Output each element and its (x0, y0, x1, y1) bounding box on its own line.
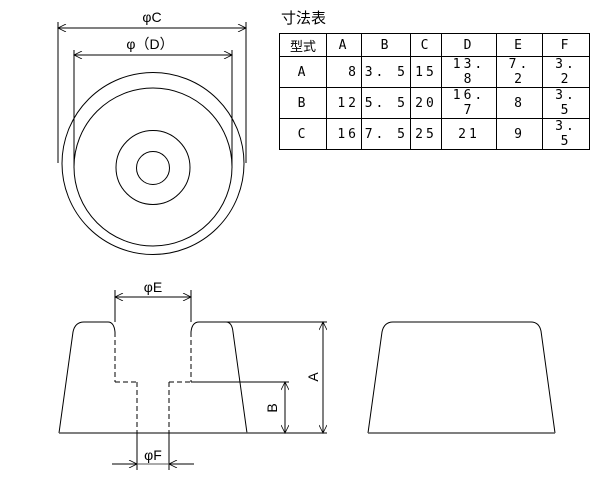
hole-f-circle (136, 151, 170, 185)
table-row: A 8 3. 5 15 13. 8 7. 2 3. 2 (279, 56, 590, 88)
cell: C (279, 118, 327, 150)
cell: 21 (441, 118, 497, 150)
header-cell: F (542, 33, 590, 57)
header-cell: A (326, 33, 362, 57)
header-cell: B (361, 33, 411, 57)
cell: 7. 5 (361, 118, 411, 150)
table-header-row: 型式 A B C D E F (279, 33, 590, 57)
cell: B (279, 87, 327, 119)
cell: 3. 5 (542, 118, 590, 150)
header-cell: E (496, 33, 543, 57)
label-phi-c: φC (142, 9, 161, 25)
dimension-table-title: 寸法表 (281, 9, 327, 27)
cell: 16 (326, 118, 362, 150)
cell: 7. 2 (496, 56, 543, 88)
cell: 9 (496, 118, 543, 150)
label-a: A (305, 372, 321, 382)
dimension-table: 型式 A B C D E F A 8 3. 5 15 13. 8 7. 2 3.… (279, 33, 590, 150)
bore-e-circle (115, 130, 191, 205)
top-view: φC φ（D） (58, 9, 246, 255)
cell: 8 (496, 87, 543, 119)
cell: 20 (410, 87, 442, 119)
header-cell: D (441, 33, 497, 57)
cell: 25 (410, 118, 442, 150)
section-view: φE φF A B (58, 279, 327, 470)
cell: 3. 5 (361, 56, 411, 88)
label-phi-f: φF (144, 447, 162, 463)
table-row: B 12 5. 5 20 16. 7 8 3. 5 (279, 87, 590, 119)
cell: A (279, 56, 327, 88)
cell: 8 (326, 56, 362, 88)
cell: 16. 7 (441, 87, 497, 119)
cell: 15 (410, 56, 442, 88)
header-cell: C (410, 33, 442, 57)
side-view (367, 321, 556, 434)
outer-circle (61, 72, 245, 255)
header-cell: 型式 (279, 33, 327, 57)
cell: 5. 5 (361, 87, 411, 119)
label-b: B (264, 403, 280, 412)
cell: 3. 5 (542, 87, 590, 119)
cell: 3. 2 (542, 56, 590, 88)
label-phi-d: φ（D） (126, 36, 173, 52)
cell: 13. 8 (441, 56, 497, 88)
cell: 12 (326, 87, 362, 119)
table-row: C 16 7. 5 25 21 9 3. 5 (279, 118, 590, 150)
diameter-d-circle (73, 87, 233, 247)
label-phi-e: φE (144, 279, 162, 295)
